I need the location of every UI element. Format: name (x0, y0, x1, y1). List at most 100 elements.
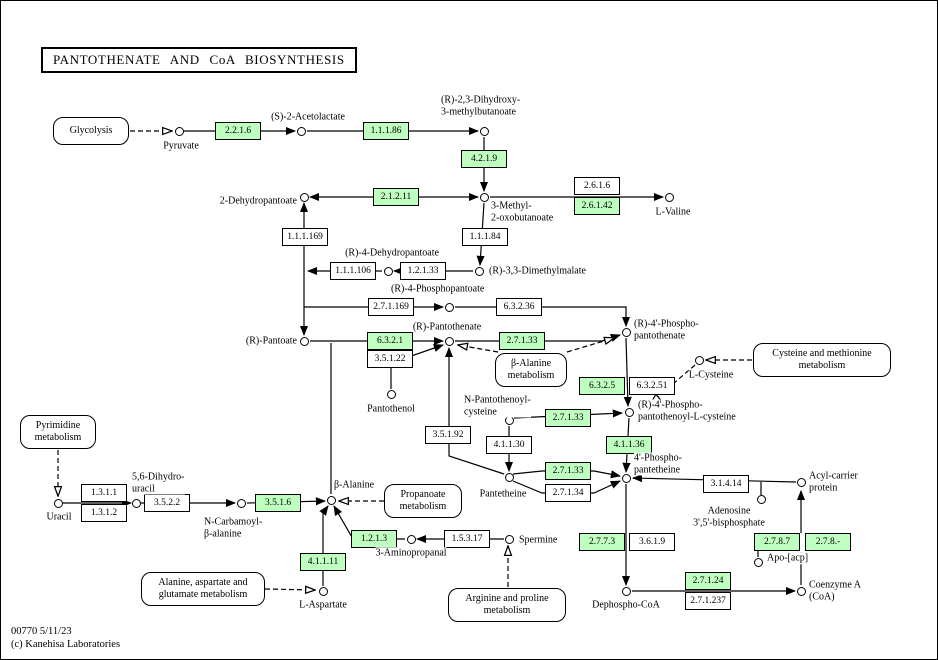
compound-label-r-2-3-dihydroxy-3-methylbutanoate: (R)-2,3-Dihydroxy-3-methylbutanoate (441, 94, 521, 118)
compound-l-valine[interactable] (664, 192, 674, 202)
compound-label-line: pantothenate (634, 330, 686, 341)
compound-l-cysteine[interactable] (694, 355, 704, 365)
compound-r-4-dehydropantoate[interactable] (383, 266, 393, 276)
compound-3-aminopropanal[interactable] (406, 534, 416, 544)
compound-label-r-4-phosphopantothenate: (R)-4'-Phospho-pantothenate (634, 318, 699, 342)
compound-label-line: (R)-3,3-Dimethylmalate (489, 265, 586, 277)
enzyme-box-4.1.1.30[interactable]: 4.1.1.30 (486, 436, 532, 454)
enzyme-box-3.6.1.9[interactable]: 3.6.1.9 (629, 533, 675, 551)
compound-pantothenol[interactable] (386, 389, 396, 399)
compound-l-aspartate[interactable] (318, 586, 328, 596)
compound-adenosine-3-5-bisphosphate[interactable] (756, 494, 766, 504)
compound-label-l-cysteine: L-Cysteine (688, 369, 734, 381)
enzyme-box-3.5.1.92[interactable]: 3.5.1.92 (425, 426, 471, 444)
compound-r-4-phosphopantoate[interactable] (444, 302, 454, 312)
compound-r-2-3-dihydroxy-3-methylbutanoate[interactable] (479, 126, 489, 136)
compound-r-pantoate[interactable] (299, 336, 309, 346)
compound-coenzyme-a-coa[interactable] (796, 586, 806, 596)
enzyme-box-6.3.2.36[interactable]: 6.3.2.36 (496, 298, 542, 316)
enzyme-box-2.7.7.3[interactable]: 2.7.7.3 (579, 533, 625, 551)
enzyme-box-3.1.4.14[interactable]: 3.1.4.14 (703, 475, 749, 493)
compound-label-line: β-alanine (204, 528, 242, 539)
enzyme-box-2.6.1.42[interactable]: 2.6.1.42 (574, 197, 620, 215)
compound-label-r-4-dehydropantoate: (R)-4-Dehydropantoate (345, 247, 439, 259)
enzyme-box-1.1.1.169[interactable]: 1.1.1.169 (282, 228, 328, 246)
pathway-link-label: metabolism (34, 432, 82, 443)
enzyme-box-3.5.1.22[interactable]: 3.5.1.22 (367, 350, 413, 368)
compound-pantetheine[interactable] (504, 472, 514, 482)
compound-s-2-acetolactate[interactable] (296, 126, 306, 136)
compound-label-line: (R)-4'-Phospho- (638, 399, 703, 411)
enzyme-box-2.7.1.33[interactable]: 2.7.1.33 (499, 332, 545, 350)
enzyme-box-2.1.2.11[interactable]: 2.1.2.11 (373, 188, 419, 206)
compound-r-3-3-dimethylmalate[interactable] (474, 266, 484, 276)
enzyme-box-4.2.1.9[interactable]: 4.2.1.9 (461, 150, 507, 168)
enzyme-box-1.1.1.106[interactable]: 1.1.1.106 (330, 262, 376, 280)
enzyme-box-3.5.2.2[interactable]: 3.5.2.2 (144, 494, 190, 512)
compound-label-pantothenol: Pantothenol (367, 403, 415, 415)
enzyme-box-2.7.8.7[interactable]: 2.7.8.7 (754, 533, 800, 551)
enzyme-box-1.2.1.33[interactable]: 1.2.1.33 (400, 262, 446, 280)
compound-r-4-phospho-pantothenoyl-l-cysteine[interactable] (624, 407, 634, 417)
pathway-link-label: Arginine and proline (465, 593, 549, 604)
compound-label-line: Adenosine (707, 505, 751, 517)
enzyme-box-1.1.1.84[interactable]: 1.1.1.84 (462, 228, 508, 246)
enzyme-box-1.5.3.17[interactable]: 1.5.3.17 (444, 530, 490, 548)
compound-label-line: 4'-Phospho- (634, 452, 682, 464)
enzyme-box-2.2.1.6[interactable]: 2.2.1.6 (215, 122, 261, 140)
enzyme-box-2.7.1.24[interactable]: 2.7.1.24 (685, 572, 731, 590)
enzyme-box-1.1.1.86[interactable]: 1.1.1.86 (363, 122, 409, 140)
enzyme-box-1.3.1.1[interactable]: 1.3.1.1 (81, 484, 127, 502)
enzyme-box-6.3.2.5[interactable]: 6.3.2.5 (579, 377, 625, 395)
enzyme-box-1.2.1.3[interactable]: 1.2.1.3 (351, 530, 397, 548)
compound-label-line: (R)-2,3-Dihydroxy- (441, 94, 521, 106)
compound-uracil[interactable] (53, 498, 63, 508)
enzyme-box-2.7.8.-[interactable]: 2.7.8.- (805, 533, 851, 551)
compound-label-line: 2-Dehydropantoate (219, 195, 297, 207)
compound-label-line: cysteine (464, 406, 497, 417)
compound-5-6-dihydrouracil[interactable] (131, 498, 141, 508)
compound-dephospho-coa[interactable] (621, 586, 631, 596)
compound-label-line: Pyruvate (163, 140, 199, 152)
compound-acyl-carrier-protein[interactable] (796, 477, 806, 487)
compound-label-3-aminopropanal: 3-Aminopropanal (375, 547, 447, 559)
enzyme-box-4.1.1.11[interactable]: 4.1.1.11 (300, 553, 346, 571)
compound-label-line: β-Alanine (334, 479, 375, 491)
enzyme-box-2.7.1.33[interactable]: 2.7.1.33 (545, 409, 591, 427)
enzyme-box-2.7.1.169[interactable]: 2.7.1.169 (368, 298, 414, 316)
compound-spermine[interactable] (504, 534, 514, 544)
compound-2-dehydropantoate[interactable] (299, 192, 309, 202)
compound-alanine[interactable] (326, 495, 336, 505)
enzyme-box-4.1.1.36[interactable]: 4.1.1.36 (606, 436, 652, 454)
compound-label-r-pantothenate: (R)-Pantothenate (412, 321, 482, 333)
enzyme-box-1.3.1.2[interactable]: 1.3.1.2 (81, 504, 127, 522)
compound-3-methyl-2-oxobutanoate[interactable] (479, 192, 489, 202)
compound-n-carbamoyl-alanine[interactable] (236, 498, 246, 508)
compound-r-4-phosphopantothenate[interactable] (621, 327, 631, 337)
compound-apo-acp[interactable] (753, 557, 763, 567)
enzyme-box-2.7.1.34[interactable]: 2.7.1.34 (545, 484, 591, 502)
edge-41 (651, 364, 696, 403)
edge-37 (264, 589, 315, 590)
compound-label-apo-acp: Apo-[acp] (767, 552, 809, 564)
compound-4-phospho-pantetheine[interactable] (621, 473, 631, 483)
enzyme-box-2.6.1.6[interactable]: 2.6.1.6 (574, 177, 620, 195)
pathway-link-glycolysis[interactable]: Glycolysis (53, 117, 129, 145)
compound-r-pantothenate[interactable] (444, 336, 454, 346)
edge-17 (444, 346, 505, 475)
enzyme-box-2.7.1.237[interactable]: 2.7.1.237 (685, 592, 731, 610)
enzyme-box-6.3.2.1[interactable]: 6.3.2.1 (367, 332, 413, 350)
enzyme-box-3.5.1.6[interactable]: 3.5.1.6 (255, 494, 301, 512)
enzyme-box-2.7.1.33[interactable]: 2.7.1.33 (545, 462, 591, 480)
enzyme-box-6.3.2.51[interactable]: 6.3.2.51 (629, 377, 675, 395)
compound-label-line: 5,6-Dihydro- (132, 471, 185, 483)
compound-pyruvate[interactable] (174, 126, 184, 136)
